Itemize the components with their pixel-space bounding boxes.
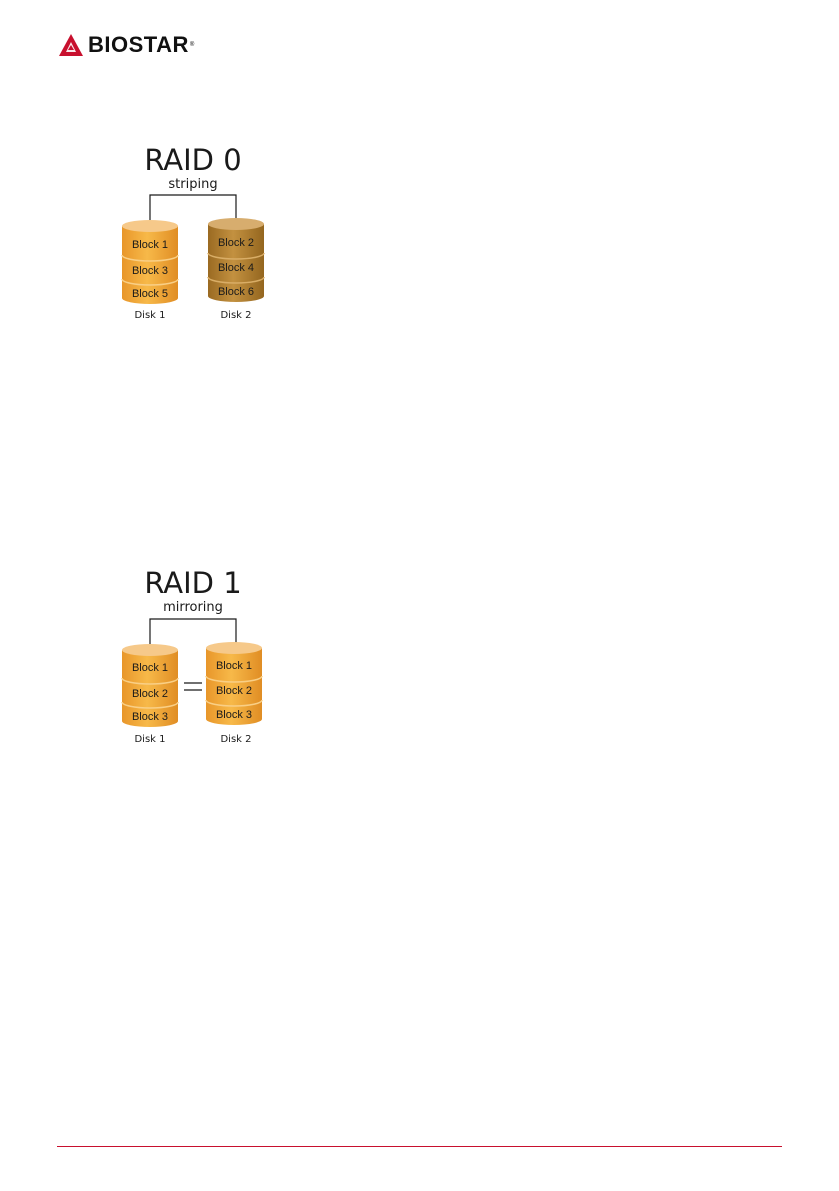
raid0-disk1: Block 1 Block 3 Block 5 — [122, 220, 178, 304]
raid0-connector — [150, 195, 236, 222]
raid0-disk2: Block 2 Block 4 Block 6 — [208, 218, 264, 302]
raid1-disk2-block: Block 1 — [216, 660, 252, 672]
raid0-subtitle: striping — [168, 177, 217, 192]
equals-icon — [184, 683, 202, 690]
raid0-disk2-block: Block 6 — [218, 286, 254, 298]
raid0-disk1-block: Block 1 — [132, 239, 168, 251]
raid1-disk2-block: Block 2 — [216, 685, 252, 697]
raid0-disk1-label: Disk 1 — [134, 310, 165, 321]
raid0-title: RAID 0 — [144, 143, 241, 177]
raid1-disk2-label: Disk 2 — [220, 734, 251, 745]
raid1-disk2: Block 1 Block 2 Block 3 — [206, 642, 262, 725]
raid0-disk2-block: Block 2 — [218, 237, 254, 249]
footer-rule — [57, 1146, 782, 1147]
raid1-disk1-label: Disk 1 — [134, 734, 165, 745]
raid1-disk1-block: Block 3 — [132, 711, 168, 723]
raid1-disk1-block: Block 1 — [132, 662, 168, 674]
raid1-disk2-block: Block 3 — [216, 709, 252, 721]
raid1-subtitle: mirroring — [163, 600, 223, 615]
raid0-disk2-block: Block 4 — [218, 262, 254, 274]
raid1-title: RAID 1 — [144, 566, 241, 600]
raid0-disk2-label: Disk 2 — [220, 310, 251, 321]
raid0-disk1-block: Block 5 — [132, 288, 168, 300]
raid1-disk1-block: Block 2 — [132, 688, 168, 700]
raid0-disk1-block: Block 3 — [132, 265, 168, 277]
raid1-disk1: Block 1 Block 2 Block 3 — [122, 644, 178, 727]
